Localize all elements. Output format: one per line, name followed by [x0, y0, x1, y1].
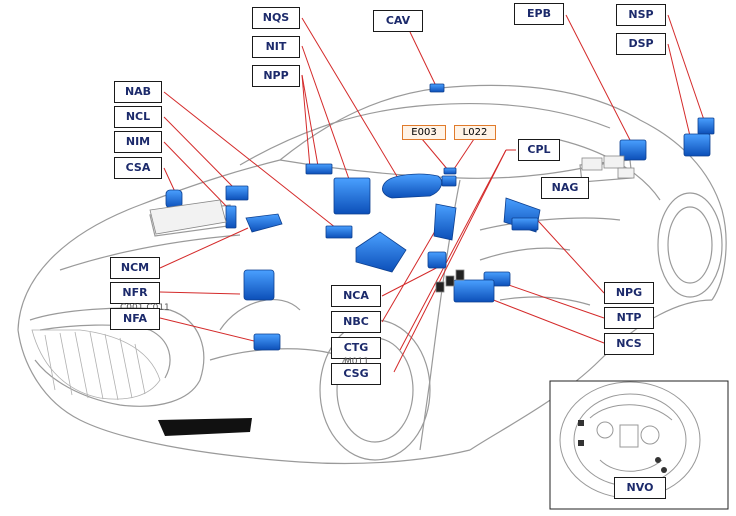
steering-buttons — [578, 420, 667, 473]
label-npp: NPP — [252, 65, 300, 87]
modules — [165, 83, 715, 351]
module-npg — [511, 217, 539, 231]
label-nfa: NFA — [110, 308, 160, 330]
ref-under-ctg: M011 — [344, 357, 369, 367]
fuse-boxes — [149, 155, 635, 293]
module-cpl — [433, 203, 457, 241]
module-dsp — [683, 133, 711, 157]
leader-lines — [159, 14, 705, 373]
module-cav — [429, 83, 445, 93]
module-nsp — [697, 117, 715, 135]
label-ntp: NTP — [604, 307, 654, 329]
module-nfr — [243, 269, 275, 301]
module-nqs — [382, 173, 443, 199]
label-nqs: NQS — [252, 7, 300, 29]
module-ctg — [427, 251, 447, 269]
label-cpl: CPL — [518, 139, 560, 161]
module-npp — [305, 163, 333, 175]
label-dsp: DSP — [616, 33, 666, 55]
module-nfa — [253, 333, 281, 351]
module-ncm — [245, 213, 283, 233]
label-ncm: NCM — [110, 257, 160, 279]
connector-e003: E003 — [402, 125, 446, 140]
label-nbc: NBC — [331, 311, 381, 333]
label-nfr: NFR — [110, 282, 160, 304]
module-l022 — [441, 175, 457, 187]
module-ncs — [453, 279, 495, 303]
module-epb — [619, 139, 647, 161]
module-nca — [355, 231, 407, 273]
module-csa — [165, 189, 183, 209]
module-ncl — [225, 185, 249, 201]
label-nim: NIM — [114, 131, 162, 153]
label-nvo: NVO — [614, 477, 666, 499]
label-ctg: CTG — [331, 337, 381, 359]
module-nim — [225, 205, 237, 229]
label-csa: CSA — [114, 157, 162, 179]
label-epb: EPB — [514, 3, 564, 25]
label-nab: NAB — [114, 81, 162, 103]
label-nsp: NSP — [616, 4, 666, 26]
front-splitter — [158, 418, 252, 436]
label-csg: CSG — [331, 363, 381, 385]
module-nab — [325, 225, 353, 239]
front-grille — [31, 329, 161, 401]
module-nit — [333, 177, 371, 215]
label-ncl: NCL — [114, 106, 162, 128]
module-e003 — [443, 167, 457, 175]
connector-l022: L022 — [454, 125, 496, 140]
label-nag: NAG — [541, 177, 589, 199]
label-nit: NIT — [252, 36, 300, 58]
label-npg: NPG — [604, 282, 654, 304]
label-ncs: NCS — [604, 333, 654, 355]
label-nca: NCA — [331, 285, 381, 307]
label-cav: CAV — [373, 10, 423, 32]
